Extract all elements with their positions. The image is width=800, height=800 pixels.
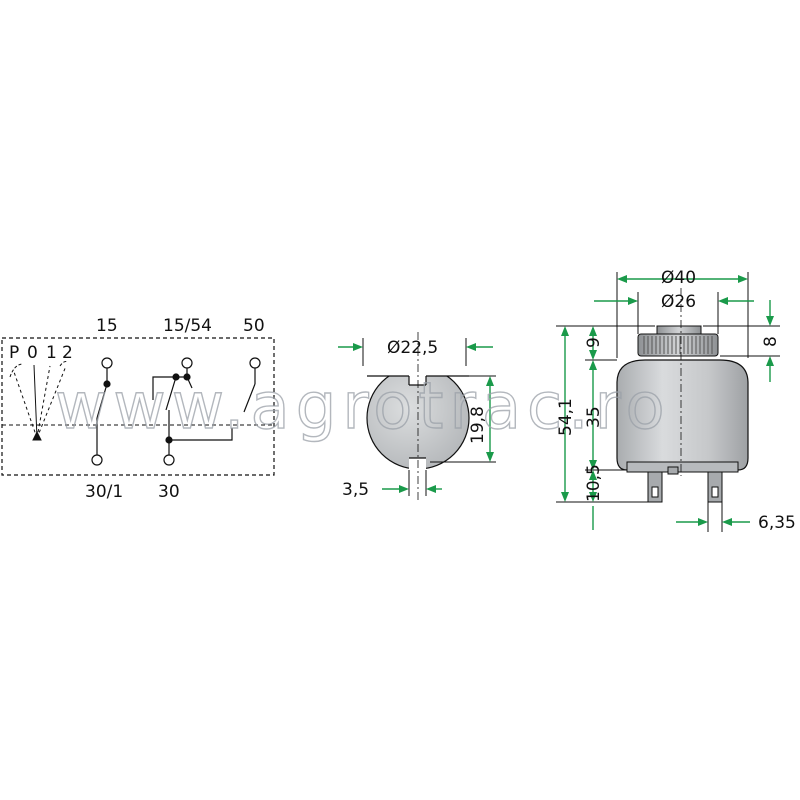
switch-pins [647, 466, 723, 503]
dim-outer-diameter: Ø40 [661, 268, 696, 288]
terminal-circles [91, 357, 261, 466]
keyway-slot [409, 364, 426, 385]
dim-front-slot-width: 3,5 [342, 480, 369, 500]
position-label-1: 1 [46, 343, 57, 363]
terminal-label-50: 50 [243, 316, 265, 336]
position-label-2: 2 [62, 343, 73, 363]
knurled-ring [637, 333, 719, 357]
watermark: www.agrotrac.ro [55, 370, 671, 444]
key-position-arrows [9, 361, 69, 441]
terminal-label-30: 30 [158, 482, 180, 502]
terminal-label-15: 15 [96, 316, 118, 336]
dim-head-height: 9 [584, 337, 604, 348]
dim-front-diameter: Ø22,5 [387, 338, 438, 358]
front-view: Ø22,5 19,8 3,5 [338, 332, 496, 500]
wiring-junctions [103, 373, 191, 444]
dim-cap-height: 8 [761, 336, 781, 347]
dim-total-height: 54,1 [556, 398, 576, 436]
dim-body-height: 35 [584, 406, 604, 428]
dim-pin-width: 6,35 [758, 513, 796, 533]
position-label-0: 0 [27, 343, 38, 363]
switch-body [616, 359, 749, 471]
side-view: Ø40 Ø26 8 54,1 9 35 [556, 268, 796, 533]
dim-front-flat-height: 19,8 [468, 406, 488, 444]
keyway-slot-bottom [409, 458, 426, 470]
switch-base [626, 461, 739, 473]
terminal-label-15-54: 15/54 [163, 316, 212, 336]
dim-inner-diameter: Ø26 [661, 292, 696, 312]
wiring-dashed-frame [1, 337, 275, 476]
terminal-label-30-1: 30/1 [85, 482, 123, 502]
wiring-diagram: P 0 1 2 15 15/54 50 30/1 30 [1, 316, 275, 502]
position-label-p: P [9, 343, 19, 363]
dim-pin-height: 10,5 [584, 464, 604, 502]
